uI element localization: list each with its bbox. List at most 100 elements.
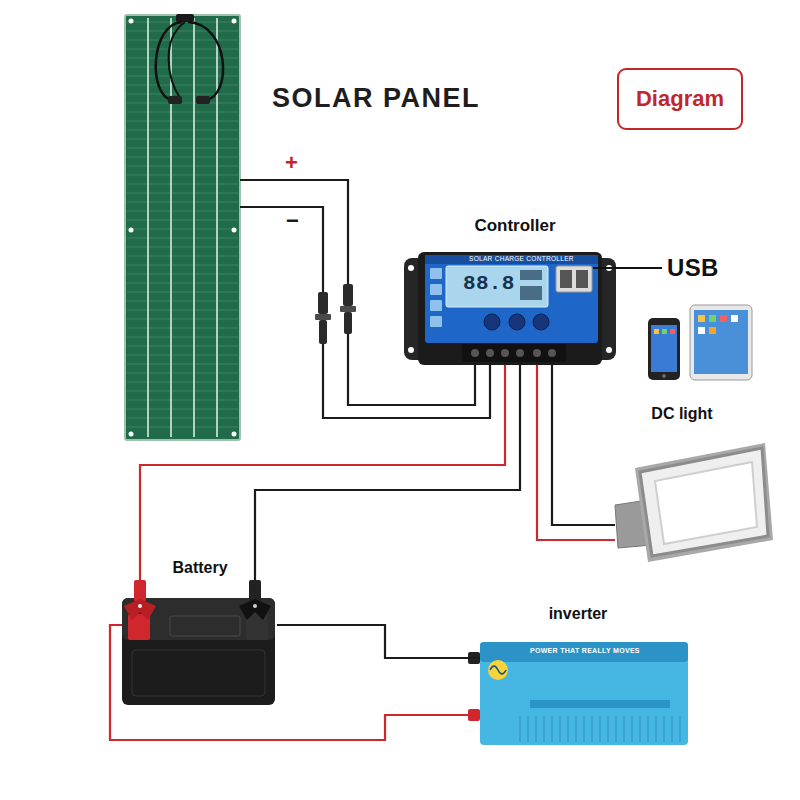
device-caption: SOLAR CHARGE CONTROLLER (469, 256, 574, 263)
panel-cells-part (127, 238, 238, 239)
wire (552, 365, 615, 525)
battery-art-part (122, 598, 275, 705)
panel-cells-part (127, 40, 238, 41)
panel-cells-part (127, 193, 238, 194)
solar-panel-art-part (196, 96, 210, 104)
charge-controller: Controller (408, 252, 613, 365)
inverter-art-part (490, 666, 506, 674)
inverter-fins-part (527, 716, 529, 742)
battery-art-part (132, 650, 265, 696)
usb-devices-part (690, 305, 752, 380)
panel-cells-part (127, 112, 238, 113)
badge-text: Diagram (636, 86, 724, 112)
solar-panel-art-part (168, 96, 182, 104)
part-name: Controller (474, 216, 555, 236)
panel-cells-part (127, 94, 238, 95)
charge-controller-art-part (533, 349, 541, 357)
panel-cells-part (127, 157, 238, 158)
inverter-art-part (480, 642, 688, 662)
panel-cells-part (127, 319, 238, 320)
device-slogan: POWER THAT REALLY MOVES (530, 647, 640, 654)
polarity-sign: + (285, 151, 298, 175)
battery-art-part (122, 598, 275, 640)
mc4-connector (340, 284, 356, 334)
panel-heading: SOLAR PANEL (272, 82, 480, 114)
panel-cells-part (127, 130, 238, 131)
panel-cells-part (127, 184, 238, 185)
part-name: inverter (549, 604, 608, 623)
charge-controller-art-part (408, 347, 414, 353)
label-holder: 88.8 (463, 273, 515, 294)
wire (255, 365, 520, 585)
solar-panel-art-part (176, 14, 194, 22)
charge-controller-art-part (576, 270, 588, 288)
panel-cells-part (127, 256, 238, 257)
panel-cells-part (127, 364, 238, 365)
panel-cells-part (127, 220, 238, 221)
usb-devices-part (651, 325, 677, 372)
usb-devices-part (698, 315, 705, 322)
solar-panel-art-part (129, 19, 134, 24)
panel-cells-part (127, 427, 238, 428)
panel-cells-part (127, 382, 238, 383)
panel-cells-part (127, 391, 238, 392)
red-clip-part (138, 604, 142, 608)
battery-art (122, 598, 275, 705)
panel-cells-part (127, 328, 238, 329)
charge-controller-art-part (471, 349, 479, 357)
panel-cells-part (127, 346, 238, 347)
panel-cells-part (127, 292, 238, 293)
inverter-fins-part (535, 716, 537, 742)
label-holder: SOLAR CHARGE CONTROLLER (469, 256, 574, 263)
panel-cells-part (127, 283, 238, 284)
usb-devices-part (694, 310, 748, 374)
inverter-fins-part (567, 716, 569, 742)
red-clip-part (134, 580, 146, 602)
label-holder: USB (667, 254, 719, 283)
inverter-art (468, 642, 688, 745)
dc-light: DC light (615, 440, 773, 562)
usb-devices-part (698, 327, 705, 334)
mc4-connector (315, 292, 331, 344)
solar-panel-art-part (232, 19, 237, 24)
usb-devices-part (720, 315, 727, 322)
charge-controller-art-part (425, 255, 598, 343)
usb-devices-part (654, 329, 659, 334)
inverter-art-part (488, 660, 508, 680)
part-name: Battery (172, 558, 227, 577)
mc4-connector-part (343, 284, 353, 306)
charge-controller-art-part (556, 266, 592, 292)
usb-devices-part (731, 315, 738, 322)
wire (240, 180, 475, 405)
inverter-art-part (530, 700, 670, 708)
panel-cells-part (193, 18, 195, 437)
flood-light-part (635, 443, 773, 562)
panel-cells-part (127, 76, 238, 77)
panel-cells-part (127, 166, 238, 167)
panel-cells-part (127, 301, 238, 302)
mc4-connector-part (344, 312, 352, 334)
usb-devices-part (662, 374, 666, 378)
usb-devices-part (709, 315, 716, 322)
charge-controller-art-part (560, 270, 572, 288)
mc4-connector-part (319, 320, 327, 344)
panel-cells-part (127, 103, 238, 104)
inverter-fins-part (631, 716, 633, 742)
wire (140, 365, 505, 585)
usb-devices (648, 305, 752, 380)
charge-controller-art-part (486, 349, 494, 357)
wire-label-holder: + (285, 151, 298, 175)
charge-controller-art-part (430, 268, 442, 279)
lcd-digits: 88.8 (463, 273, 515, 294)
charge-controller-art-part (418, 252, 602, 365)
panel-cells-part (127, 175, 238, 176)
charge-controller-art-part (548, 349, 556, 357)
panel-cells-part (127, 310, 238, 311)
inverter-fins-part (599, 716, 601, 742)
panel-cells-part (127, 274, 238, 275)
wire (537, 365, 615, 540)
charge-controller-art-part (462, 344, 566, 362)
solar-panel-art-part (232, 432, 237, 437)
inverter-fins-part (615, 716, 617, 742)
